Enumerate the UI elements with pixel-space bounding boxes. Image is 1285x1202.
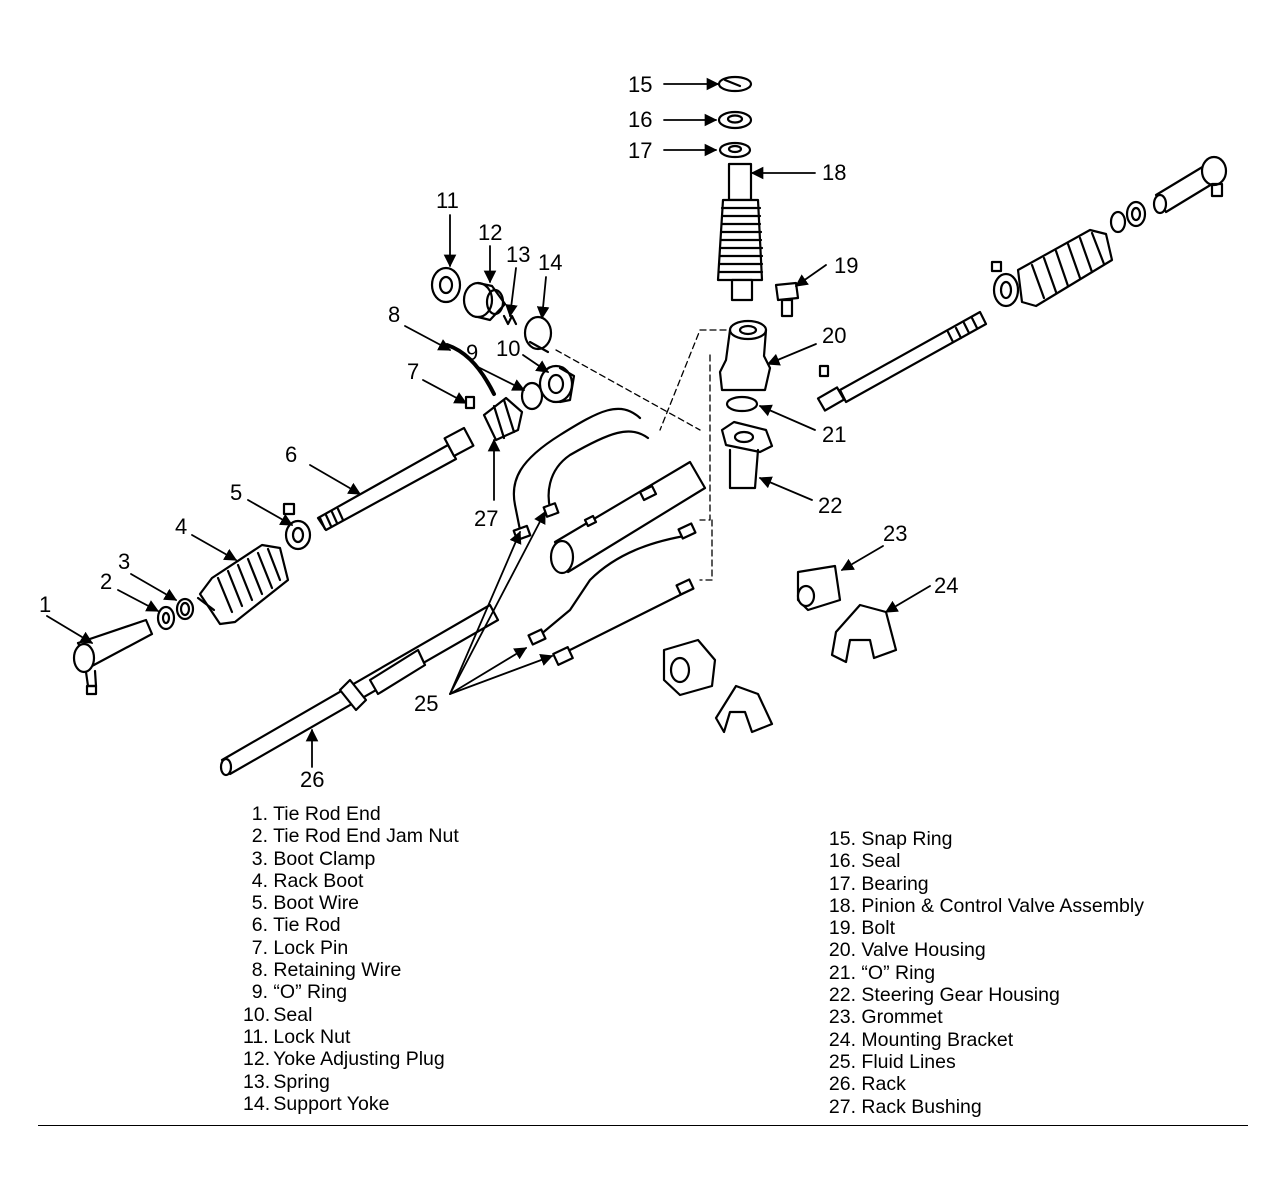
legend-item: 24. Mounting Bracket xyxy=(828,1028,1014,1051)
retaining-wire xyxy=(445,343,496,396)
callout-21: 21 xyxy=(822,422,846,447)
legend-item: 25. Fluid Lines xyxy=(828,1050,956,1073)
legend-item: 15. Snap Ring xyxy=(828,828,953,850)
callout-14: 14 xyxy=(538,250,562,275)
callout-24: 24 xyxy=(934,573,958,598)
legend-item: 19. Bolt xyxy=(828,917,896,940)
tie-rod-right xyxy=(816,310,988,412)
legend-item: 27. Rack Bushing xyxy=(828,1095,982,1118)
callout-5: 5 xyxy=(230,480,242,505)
spring xyxy=(502,314,518,326)
yoke-adjusting-plug xyxy=(462,281,507,322)
o-ring-9 xyxy=(520,381,544,411)
callout-11: 11 xyxy=(436,188,459,213)
legend-item: 12. Yoke Adjusting Plug xyxy=(243,1048,445,1071)
boot-wire-left xyxy=(282,502,312,551)
grommet-left xyxy=(662,638,717,697)
callout-27: 27 xyxy=(474,506,498,531)
bolt xyxy=(774,281,800,318)
legend-item: 8. Retaining Wire xyxy=(251,959,402,982)
legend-item: 20. Valve Housing xyxy=(828,939,986,962)
valve-housing xyxy=(718,319,772,392)
callout-10: 10 xyxy=(496,336,520,361)
mounting-bracket-right xyxy=(830,603,898,664)
seal-16 xyxy=(717,110,753,130)
legend-item: 18. Pinion & Control Valve Assembly xyxy=(828,894,1144,917)
callout-22: 22 xyxy=(818,493,842,518)
snap-ring xyxy=(717,75,753,93)
callout-12: 12 xyxy=(478,220,502,245)
legend-item: 13. Spring xyxy=(243,1070,330,1093)
callout-4: 4 xyxy=(175,514,187,539)
legend-item: 23. Grommet xyxy=(828,1006,943,1029)
legend-item: 22. Steering Gear Housing xyxy=(828,984,1060,1007)
callout-18: 18 xyxy=(822,160,846,185)
tie-rod-left xyxy=(316,426,475,532)
jam-nut-left xyxy=(156,605,176,631)
rack-boot-right xyxy=(1016,228,1114,308)
legend-item: 4. Rack Boot xyxy=(251,869,364,892)
boot-wire-right xyxy=(990,260,1020,308)
boot-clamp-left xyxy=(175,597,195,621)
grommet-right xyxy=(796,564,842,612)
jam-nut-right xyxy=(1109,200,1147,234)
callout-3: 3 xyxy=(118,549,130,574)
legend-item: 11. Lock Nut xyxy=(243,1025,351,1048)
lock-pin xyxy=(464,395,476,410)
legend-item: 5. Boot Wire xyxy=(251,892,360,915)
alignment-lines xyxy=(555,329,727,581)
bottom-divider xyxy=(38,1125,1248,1126)
legend-item: 1. Tie Rod End xyxy=(251,803,381,825)
callout-8: 8 xyxy=(388,302,400,327)
fluid-lines xyxy=(512,407,697,666)
callout-15: 15 xyxy=(628,72,652,97)
parts-legend-left: 1. Tie Rod End 2. Tie Rod End Jam Nut 3.… xyxy=(243,803,459,1115)
lock-nut xyxy=(430,266,462,304)
bearing xyxy=(718,141,752,159)
o-ring-21 xyxy=(725,395,759,413)
legend-item: 3. Boot Clamp xyxy=(251,847,376,870)
rack-boot-left xyxy=(196,543,290,626)
callout-9: 9 xyxy=(466,340,478,365)
legend-item: 26. Rack xyxy=(828,1073,906,1096)
callout-26: 26 xyxy=(300,767,324,792)
callout-16: 16 xyxy=(628,107,652,132)
legend-item: 9. “O” Ring xyxy=(251,981,348,1004)
seal-10 xyxy=(538,364,576,404)
callout-13: 13 xyxy=(506,242,530,267)
legend-item: 14. Support Yoke xyxy=(243,1092,390,1115)
callout-1: 1 xyxy=(39,592,51,617)
legend-item: 6. Tie Rod xyxy=(251,914,341,937)
callout-17: 17 xyxy=(628,138,652,163)
steering-gear-housing xyxy=(549,420,774,575)
callout-numbers: 1 2 3 4 5 6 7 8 9 10 11 12 13 14 15 16 1… xyxy=(39,72,958,792)
pinion-control-valve-assembly xyxy=(716,162,764,302)
parts-legend-right: 15. Snap Ring 16. Seal 17. Bearing 18. P… xyxy=(820,828,1144,1118)
rack-bushing xyxy=(482,396,524,442)
callout-23: 23 xyxy=(883,521,907,546)
callout-2: 2 xyxy=(100,569,112,594)
mounting-bracket-left xyxy=(714,684,774,734)
legend-item: 2. Tie Rod End Jam Nut xyxy=(251,825,459,848)
legend-item: 16. Seal xyxy=(828,850,901,873)
callout-25: 25 xyxy=(414,691,438,716)
callout-20: 20 xyxy=(822,323,846,348)
callout-6: 6 xyxy=(285,442,297,467)
legend-item: 17. Bearing xyxy=(828,872,929,895)
legend-item: 7. Lock Pin xyxy=(251,936,349,959)
support-yoke xyxy=(523,315,553,354)
callout-19: 19 xyxy=(834,253,858,278)
tie-rod-end-left xyxy=(72,618,154,696)
callout-7: 7 xyxy=(407,359,419,384)
tie-rod-end-right xyxy=(1152,155,1228,215)
leader-lines xyxy=(46,77,931,768)
legend-item: 10. Seal xyxy=(243,1003,313,1026)
rack xyxy=(219,603,500,777)
legend-item: 21. “O” Ring xyxy=(828,961,936,984)
